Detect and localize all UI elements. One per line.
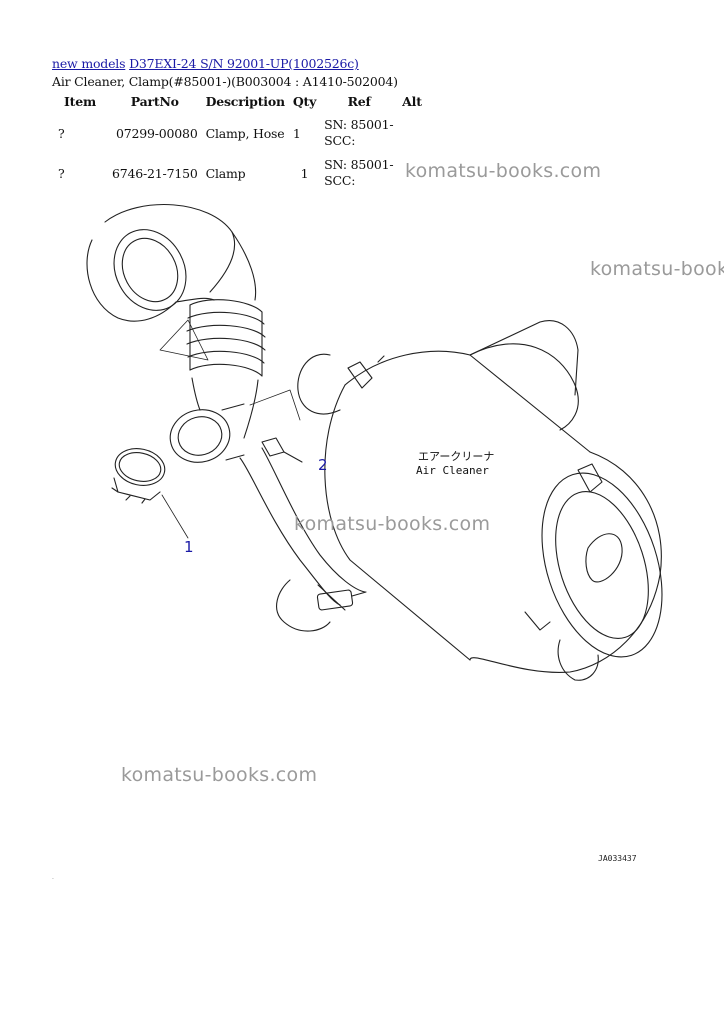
breadcrumb: new models D37EXI-24 S/N 92001-UP(100252…	[52, 56, 359, 71]
callout-2-label: 2	[318, 456, 328, 474]
cell-description: Clamp, Hose	[205, 125, 285, 141]
table-header-row: Item PartNo Description Qty Ref Alt	[52, 92, 426, 113]
column-header-qty: Qty	[292, 94, 317, 109]
cell-qty: 1	[292, 125, 301, 141]
cell-item: ?	[58, 125, 65, 141]
corrugated-hose-drawing	[186, 299, 266, 439]
watermark: komatsu-books.com	[590, 258, 724, 280]
column-header-partno: PartNo	[130, 94, 179, 109]
column-header-alt: Alt	[402, 94, 422, 109]
air-cleaner-label-jp: エアークリーナ	[418, 450, 494, 463]
table-row: ? 6746-21-7150 Clamp 1 SN: 85001-SCC:	[52, 153, 426, 193]
cell-qty: 1	[300, 165, 309, 181]
cell-item: ?	[58, 165, 65, 181]
drawing-code: JA033437	[598, 854, 637, 863]
watermark: komatsu-books.com	[405, 160, 602, 182]
cell-partno: 07299-00080	[116, 125, 198, 141]
parts-table: Item PartNo Description Qty Ref Alt ? 07…	[52, 92, 426, 193]
watermark: komatsu-books.com	[121, 764, 318, 786]
cell-ref: SN: 85001-SCC:	[324, 157, 394, 188]
inlet-elbow-drawing	[86, 204, 257, 322]
cell-ref: SN: 85001-SCC:	[324, 117, 394, 148]
column-header-description: Description	[205, 94, 285, 109]
air-cleaner-label-en: Air Cleaner	[416, 464, 489, 477]
air-cleaner-body-drawing	[297, 320, 663, 681]
breadcrumb-link-model[interactable]: D37EXI-24 S/N 92001-UP(1002526c)	[129, 56, 359, 71]
table-row: ? 07299-00080 Clamp, Hose 1 SN: 85001-SC…	[52, 113, 426, 153]
outlet-pipe-drawing	[169, 403, 245, 463]
watermark: komatsu-books.com	[294, 513, 491, 535]
breadcrumb-link-new-models[interactable]: new models	[52, 56, 126, 71]
band-clamp-drawing	[261, 437, 303, 463]
page-title: Air Cleaner, Clamp(#85001-)(B003004 : A1…	[52, 74, 398, 89]
hose-clamp-drawing	[111, 448, 166, 504]
small-hose-drawing	[239, 447, 367, 632]
cell-partno: 6746-21-7150	[112, 165, 198, 181]
callout-1-label: 1	[184, 538, 194, 556]
footer-mark: .	[52, 874, 54, 881]
column-header-ref: Ref	[347, 94, 371, 109]
cell-description: Clamp	[205, 165, 246, 181]
column-header-item: Item	[63, 94, 96, 109]
